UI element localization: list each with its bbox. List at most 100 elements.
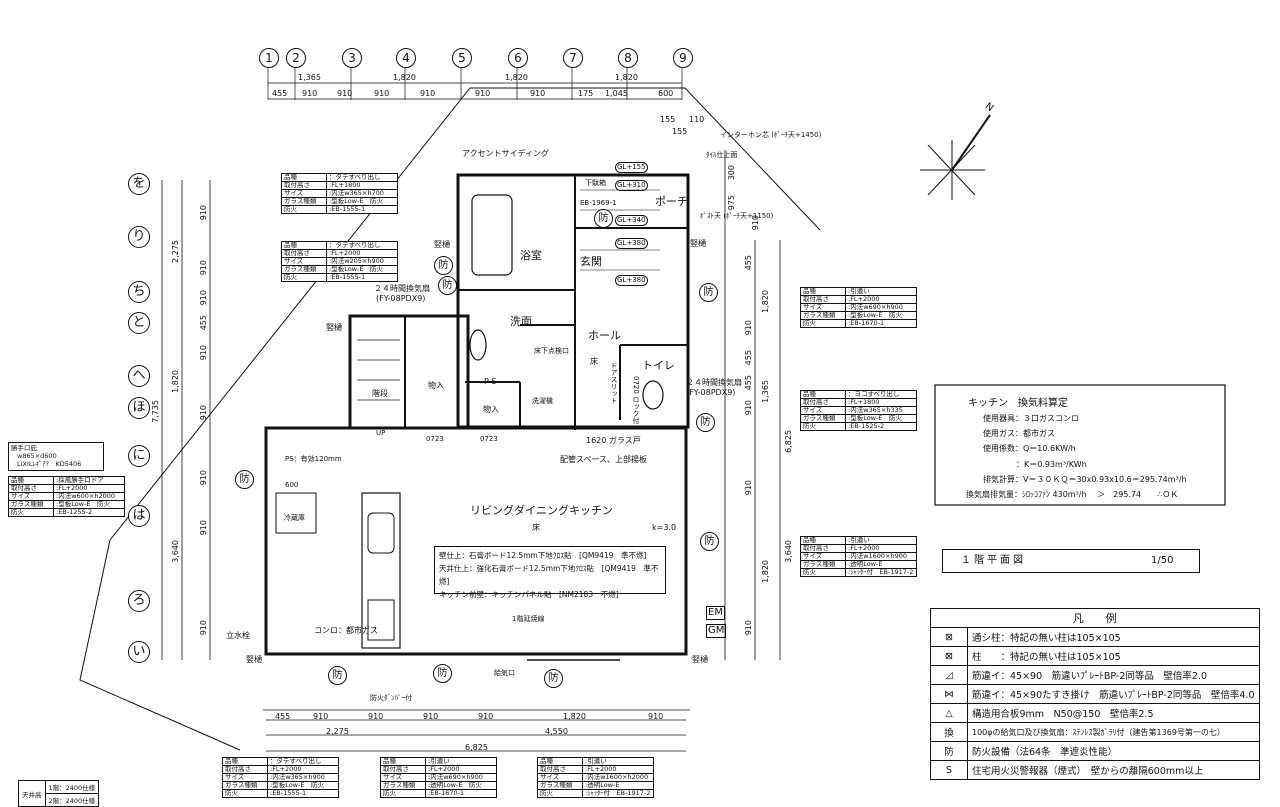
- dimension-label: 155: [660, 115, 676, 124]
- spec-label: 防火: [380, 789, 426, 798]
- legend-row: △構造用合板9mm N50@150 壁倍率2.5: [930, 703, 1260, 723]
- drawing-scale: 1/50: [1151, 555, 1174, 566]
- dimension-label: 910: [648, 712, 664, 721]
- dimension-label: 1,365: [298, 73, 321, 82]
- legend-text: 構造用合板9mm N50@150 壁倍率2.5: [967, 703, 1260, 723]
- spec-value: :EB-1555-1: [326, 273, 398, 282]
- dimension-label: 1,820: [171, 370, 180, 393]
- room-entrance: 玄関: [580, 255, 602, 268]
- downspout-label-4: 竪樋: [246, 655, 262, 664]
- canopy-note: 勝手口庇 w865×d600 LIXILﾚｷﾞｱ? KD5406: [8, 442, 104, 471]
- dimension-label: 155: [672, 127, 688, 136]
- grid-column-bubble: 2: [286, 48, 306, 68]
- ventilation-row: ：K＝0.93m³/KWh: [1016, 460, 1087, 469]
- vent-fan-2-label: ２４時間換気扇: [686, 378, 742, 387]
- fridge-label: 冷蔵庫: [284, 514, 305, 522]
- up-label: UP: [376, 429, 386, 437]
- gas-stove: [367, 599, 395, 641]
- downspout-label-5: 竪樋: [692, 655, 708, 664]
- grid-column-bubble: 1: [259, 48, 279, 68]
- dimension-label: 910: [199, 520, 208, 536]
- grid-row-bubble: と: [128, 312, 150, 334]
- spec-label: 防火: [800, 422, 846, 431]
- right-dimension-lines: [724, 150, 781, 660]
- ventilation-row: 換気扇排気量：ｼﾛｯｺﾌｧﾝ 430m³/h ＞ 295.74 ∴ＯＫ: [966, 490, 1179, 499]
- eb-door-label: EB-1969-1: [580, 199, 617, 207]
- underfloor-hatch-label: 床下点検口: [534, 347, 569, 355]
- dimension-label: 300: [727, 165, 736, 181]
- fire-equipment-mark: 防: [235, 470, 254, 489]
- finish-kitchen-wall: キッチン前壁：キッチンパネル貼 [NM2183 不燃]: [439, 590, 619, 599]
- k-value-label: k=3.0: [652, 523, 677, 532]
- gl-155-label: GL+155: [615, 162, 648, 173]
- finish-note: 壁仕上：石膏ボード12.5mm下地ｸﾛｽ貼 [QM9419 準不燃] 天井仕上：…: [434, 546, 666, 599]
- room-washroom: 洗面: [510, 315, 532, 328]
- dimension-label: 910: [199, 260, 208, 276]
- dimension-label: 910: [423, 712, 439, 721]
- post-label: ﾎﾟｽﾄ天 (ﾎﾟｰﾁ天+1150): [700, 212, 774, 220]
- grid-row-bubble: は: [128, 505, 150, 527]
- downspout-label-2: 竪樋: [326, 323, 342, 332]
- dimension-label: 4,550: [545, 727, 568, 736]
- room-storage-1: 物入: [428, 381, 444, 390]
- fire-equipment-mark: 防: [594, 209, 613, 228]
- legend-text: 筋違イ：45×90たすき掛け 筋違いﾌﾟﾚｰﾄBP-2同等品 壁倍率4.0: [967, 684, 1260, 704]
- dimension-label: 910: [199, 290, 208, 306]
- spec-value: :ｼｬｯﾀｰ付 EB-1917-2: [582, 789, 654, 798]
- accent-siding-label: アクセントサイディング: [462, 149, 550, 158]
- spec-label: 防火: [800, 568, 846, 577]
- dimension-label: 3,640: [171, 540, 180, 563]
- fire-equipment-mark: 防: [434, 256, 453, 275]
- dimension-label: 910: [337, 89, 353, 98]
- room-ldk: リビングダイニングキッチン: [470, 504, 613, 517]
- dimension-label: 910: [744, 400, 753, 416]
- ps-effective-label: PS：有効120mm: [285, 455, 342, 463]
- legend-symbol-icon: 換: [930, 722, 968, 742]
- fire-spread-line-label: 1階延焼線: [512, 615, 545, 623]
- wash-basin: [469, 329, 487, 361]
- glass-door-label: 1620 ガラス戸: [586, 436, 641, 445]
- bottom-dimension-lines: [263, 709, 690, 752]
- dimension-label: 910: [374, 89, 390, 98]
- faucet-label: 立水栓: [226, 631, 250, 640]
- vent-fan-2-model: (FY-08PDX9): [686, 388, 736, 397]
- dimension-label: 910: [302, 89, 318, 98]
- canopy-title: 勝手口庇: [11, 444, 37, 452]
- drawing-title-block: １階平面図 1/50: [942, 549, 1200, 573]
- dimension-label: 910: [313, 712, 329, 721]
- tile-finish-label: ﾀｲﾙ仕上面: [706, 151, 738, 159]
- toilet-bowl: [642, 380, 664, 410]
- legend-row: ◿筋違イ：45×90 筋違いﾌﾟﾚｰﾄBP-2同等品 壁倍率2.0: [930, 665, 1260, 685]
- spec-label: 防火: [537, 789, 583, 798]
- ventilation-row: 使用係数：Q＝10.6KW/h: [983, 444, 1076, 453]
- stairs: [357, 339, 400, 401]
- grid-lines: [267, 68, 683, 100]
- ceiling-height-2f: 2階：2400仕様: [44, 793, 100, 807]
- legend-symbol-icon: ⊠: [930, 627, 968, 647]
- dimension-label: 1,820: [761, 290, 770, 313]
- grid-column-bubble: 4: [396, 48, 416, 68]
- door-0720-label: 0720 ロック付: [632, 376, 640, 425]
- downspout-label-3: 竪樋: [690, 239, 706, 248]
- grid-column-bubble: 6: [508, 48, 528, 68]
- dimension-label: 910: [368, 712, 384, 721]
- dimension-label: 455: [275, 712, 291, 721]
- dimension-label: 3,640: [784, 540, 793, 563]
- dimension-label: 175: [578, 89, 594, 98]
- entrance-steps: [580, 189, 660, 271]
- spec-value: :EB-1555-1: [326, 205, 398, 214]
- room-stairs: 階段: [372, 389, 388, 398]
- pipe-space-label: 配管スペース、上部揚板: [560, 455, 648, 464]
- ventilation-box-frame: [934, 384, 1226, 506]
- spec-label: 防火: [222, 789, 268, 798]
- gl-340-label: GL+340: [615, 215, 648, 226]
- kitchen-sink: [367, 512, 395, 554]
- dimension-label: 6,825: [465, 743, 488, 752]
- dimension-label: 1,365: [761, 380, 770, 403]
